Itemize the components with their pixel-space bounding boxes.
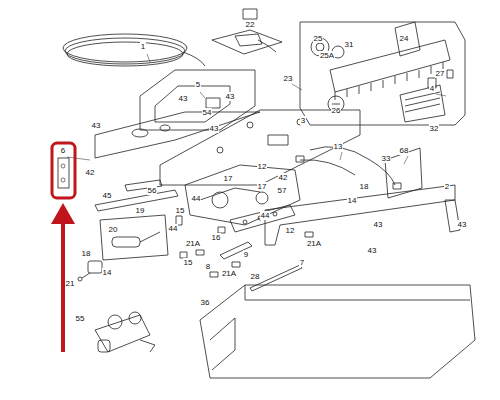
callout-number: 2 xyxy=(444,182,450,191)
front-cover xyxy=(200,285,475,378)
callout-number: 20 xyxy=(108,225,119,234)
callout-number: 12 xyxy=(285,226,296,235)
tube-coil xyxy=(63,34,205,66)
callout-number: 44 xyxy=(191,194,202,203)
callout-number: 31 xyxy=(344,40,355,49)
housing-plate xyxy=(160,110,360,185)
callout-number: 3 xyxy=(300,116,306,125)
callout-number: 42 xyxy=(85,168,96,177)
callout-number: 14 xyxy=(102,268,113,277)
callout-number: 43 xyxy=(225,92,236,101)
callout-number: 43 xyxy=(367,246,378,255)
callout-number: 19 xyxy=(135,206,146,215)
callout-number: 25 xyxy=(313,34,324,43)
rod xyxy=(250,265,302,291)
callout-number: 5 xyxy=(195,80,201,89)
callout-number: 36 xyxy=(200,298,211,307)
callout-number: 54 xyxy=(202,108,213,117)
callout-number: 6 xyxy=(60,146,66,155)
callout-number: 56 xyxy=(147,186,158,195)
callout-number: 57 xyxy=(277,186,288,195)
callout-number: 14 xyxy=(347,196,358,205)
callout-number: 23 xyxy=(283,74,294,83)
callout-number: 43 xyxy=(457,220,468,229)
callout-number: 1 xyxy=(140,42,146,51)
callout-number: 44 xyxy=(260,211,271,220)
small-clip xyxy=(210,272,218,277)
callout-number: 42 xyxy=(278,173,289,182)
callout-number: 17 xyxy=(257,182,268,191)
small-valve xyxy=(78,261,102,281)
callout-number: 18 xyxy=(359,182,370,191)
callout-number: 7 xyxy=(299,258,305,267)
mounting-plate xyxy=(95,70,260,158)
highlight xyxy=(51,143,75,352)
callout-number: 43 xyxy=(373,220,384,229)
callout-number: 15 xyxy=(175,206,186,215)
callout-number: 33 xyxy=(381,154,392,163)
callout-number: 45 xyxy=(102,191,113,200)
callout-number: 43 xyxy=(91,121,102,130)
water-valve xyxy=(95,312,155,352)
callout-number: 18 xyxy=(81,249,92,258)
callout-number: 4 xyxy=(429,84,435,93)
leader-lines xyxy=(67,54,446,164)
harness-bracket xyxy=(212,9,282,54)
callout-number: 15 xyxy=(183,258,194,267)
callout-number: 43 xyxy=(178,94,189,103)
clip-27 xyxy=(447,70,453,78)
callout-number: 13 xyxy=(333,142,344,151)
callout-number: 32 xyxy=(429,124,440,133)
callout-number: 68 xyxy=(399,146,410,155)
mold-assembly xyxy=(300,22,465,125)
callout-number: 21A xyxy=(185,239,201,248)
callout-number: 12 xyxy=(257,162,268,171)
callout-number: 16 xyxy=(211,233,222,242)
switch-bracket xyxy=(100,215,168,260)
callout-number: 26 xyxy=(331,106,342,115)
gear-housing xyxy=(185,165,300,232)
callout-number: 21 xyxy=(65,279,76,288)
callout-number: 43 xyxy=(209,124,220,133)
callout-number: 17 xyxy=(223,174,234,183)
callout-number: 22 xyxy=(245,20,256,29)
clips xyxy=(176,216,313,267)
callout-number: 25A xyxy=(319,51,335,60)
callout-number: 21A xyxy=(221,269,237,278)
callout-number: 24 xyxy=(399,34,410,43)
callout-number: 8 xyxy=(205,262,211,271)
callout-number: 27 xyxy=(435,69,446,78)
callout-number: 28 xyxy=(250,272,261,281)
callout-number: 21A xyxy=(306,239,322,248)
callout-number: 9 xyxy=(243,250,249,259)
callout-number: 55 xyxy=(75,314,86,323)
callout-number: 44 xyxy=(168,224,179,233)
